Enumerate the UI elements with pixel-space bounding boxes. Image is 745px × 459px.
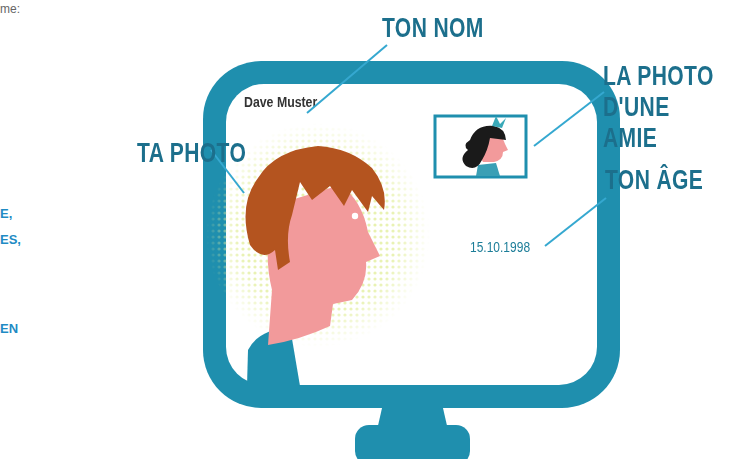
cut-text: ES, (0, 233, 21, 247)
birth-date: 15.10.1998 (470, 239, 530, 255)
cut-text: E, (0, 207, 12, 221)
callout-label: LA PHOTO D'UNE AMIE (603, 61, 720, 154)
cut-text: EN (0, 322, 18, 336)
cut-text: me: (0, 2, 20, 16)
callout-label: TON NOM (382, 14, 484, 42)
monitor-screen: Dave Muster 15.10.1998 (226, 84, 597, 385)
callout-label: TA PHOTO (137, 139, 246, 167)
monitor-bezel (203, 61, 620, 408)
callout-label: TON ÂGE (605, 166, 703, 194)
monitor-base (355, 425, 470, 459)
user-name: Dave Muster (244, 95, 317, 110)
